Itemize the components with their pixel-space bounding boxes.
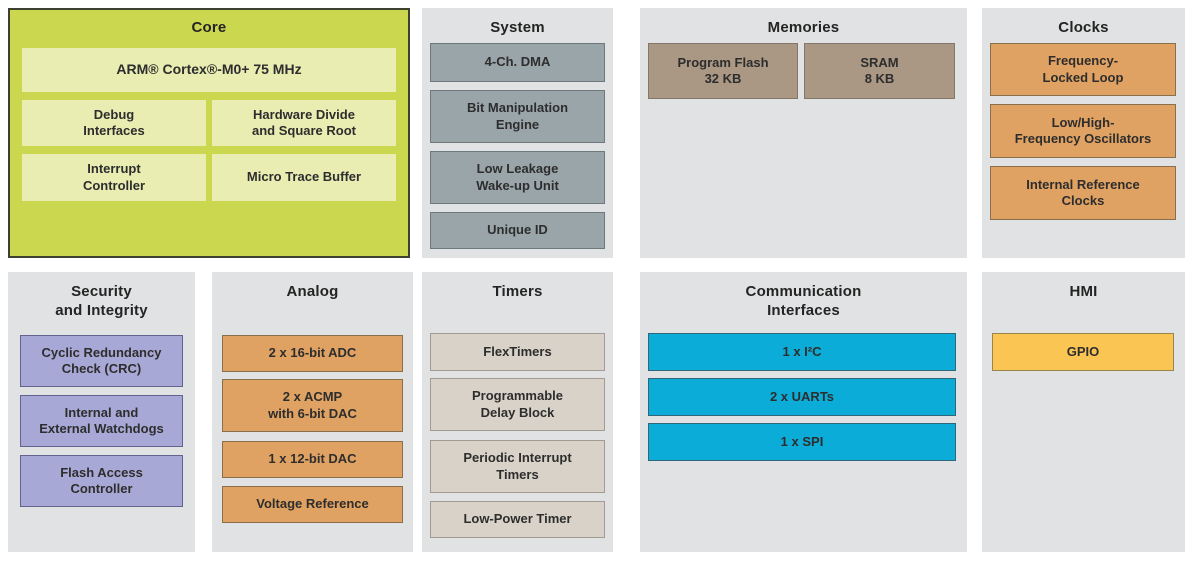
block-arm-cortex-m0plus: ARM® Cortex®-M0+ 75 MHz — [22, 48, 396, 92]
section-clocks: Clocks Frequency- Locked Loop Low/High- … — [982, 8, 1185, 258]
section-security-title: Security and Integrity — [55, 283, 148, 319]
block-low-high-frequency-oscillators: Low/High- Frequency Oscillators — [990, 104, 1176, 158]
block-periodic-interrupt-timers: Periodic Interrupt Timers — [430, 440, 605, 493]
section-analog-title: Analog — [286, 283, 339, 300]
block-gpio: GPIO — [992, 333, 1174, 371]
block-debug-interfaces: Debug Interfaces — [22, 100, 206, 146]
section-communication-interfaces: Communication Interfaces 1 x I²C 2 x UAR… — [640, 272, 967, 552]
block-programmable-delay-block: Programmable Delay Block — [430, 378, 605, 431]
block-frequency-locked-loop: Frequency- Locked Loop — [990, 43, 1176, 96]
block-micro-trace-buffer: Micro Trace Buffer — [212, 154, 396, 201]
block-spi: 1 x SPI — [648, 423, 956, 461]
section-hmi: HMI GPIO — [982, 272, 1185, 552]
section-clocks-title: Clocks — [1058, 19, 1109, 36]
section-timers-title: Timers — [492, 283, 543, 300]
block-hardware-divide-square-root: Hardware Divide and Square Root — [212, 100, 396, 146]
section-security-integrity: Security and Integrity Cyclic Redundancy… — [8, 272, 195, 552]
section-timers: Timers FlexTimers Programmable Delay Blo… — [422, 272, 613, 552]
section-hmi-title: HMI — [1069, 283, 1098, 300]
section-system: System 4-Ch. DMA Bit Manipulation Engine… — [422, 8, 613, 258]
block-acmp-6bit-dac: 2 x ACMP with 6-bit DAC — [222, 379, 403, 432]
block-interrupt-controller: Interrupt Controller — [22, 154, 206, 201]
block-unique-id: Unique ID — [430, 212, 605, 249]
block-sram: SRAM 8 KB — [804, 43, 955, 99]
section-core-title: Core — [191, 19, 227, 36]
section-analog: Analog 2 x 16-bit ADC 2 x ACMP with 6-bi… — [212, 272, 413, 552]
block-crc: Cyclic Redundancy Check (CRC) — [20, 335, 183, 387]
block-watchdogs: Internal and External Watchdogs — [20, 395, 183, 447]
block-12bit-dac: 1 x 12-bit DAC — [222, 441, 403, 478]
block-bit-manipulation-engine: Bit Manipulation Engine — [430, 90, 605, 143]
section-system-title: System — [490, 19, 545, 36]
block-low-leakage-wakeup-unit: Low Leakage Wake-up Unit — [430, 151, 605, 204]
block-uarts: 2 x UARTs — [648, 378, 956, 416]
block-16bit-adc: 2 x 16-bit ADC — [222, 335, 403, 372]
block-4ch-dma: 4-Ch. DMA — [430, 43, 605, 82]
section-comm-title: Communication Interfaces — [745, 283, 862, 319]
block-program-flash: Program Flash 32 KB — [648, 43, 798, 99]
section-core: Core ARM® Cortex®-M0+ 75 MHz Debug Inter… — [8, 8, 410, 258]
block-voltage-reference: Voltage Reference — [222, 486, 403, 523]
block-flextimers: FlexTimers — [430, 333, 605, 371]
section-memories-title: Memories — [767, 19, 840, 36]
block-internal-reference-clocks: Internal Reference Clocks — [990, 166, 1176, 220]
block-i2c: 1 x I²C — [648, 333, 956, 371]
block-low-power-timer: Low-Power Timer — [430, 501, 605, 538]
section-memories: Memories Program Flash 32 KB SRAM 8 KB — [640, 8, 967, 258]
block-flash-access-controller: Flash Access Controller — [20, 455, 183, 507]
